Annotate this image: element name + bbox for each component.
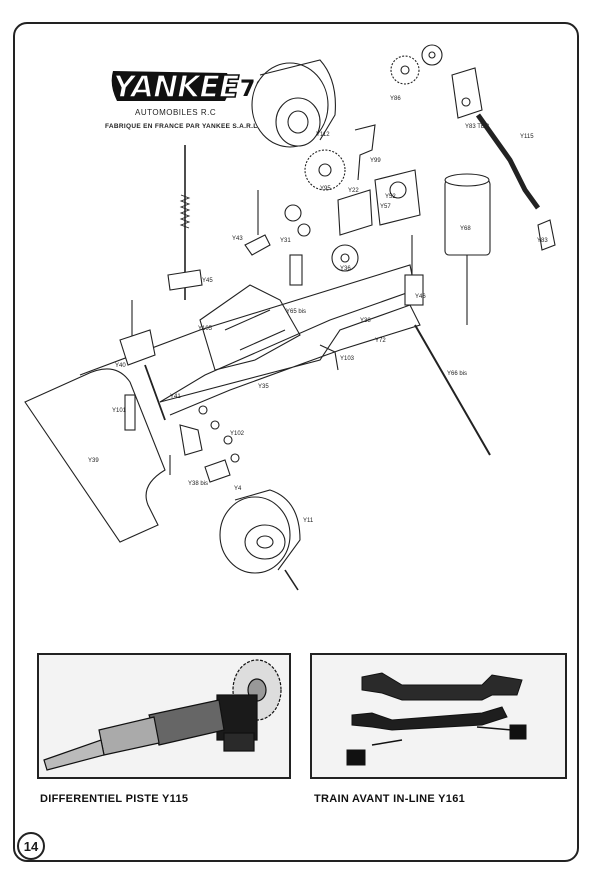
- wheel-bolt: [284, 569, 299, 591]
- rear-axle: [414, 324, 491, 456]
- part-label: Y45: [202, 278, 213, 284]
- part-label: Y86: [390, 96, 401, 102]
- part-label: Y95: [320, 186, 331, 192]
- part-label: Y11: [303, 518, 314, 524]
- spring-y101: [124, 394, 136, 431]
- rear-wheel-top: [251, 59, 336, 148]
- steering-block-y40: [119, 300, 166, 421]
- part-label: Y65 bis: [286, 309, 306, 315]
- part-label: Y39: [88, 458, 99, 464]
- part-label: Y66 bis: [447, 371, 467, 377]
- chassis-plate: [24, 368, 166, 543]
- front-arm-y65bis: [199, 284, 301, 371]
- part-label: Y102: [230, 431, 245, 437]
- motor-y68: [444, 173, 491, 325]
- bearing-block-y83: [537, 219, 556, 251]
- part-label: Y57: [380, 204, 391, 210]
- part-label: Y83 TER: [465, 124, 490, 130]
- bearing-block-y83ter: [451, 67, 483, 119]
- logo-wordmark: YANKEE: [112, 69, 240, 106]
- part-label: Y83: [537, 238, 548, 244]
- part-label: Y41: [170, 394, 181, 400]
- part-label: Y4: [234, 486, 242, 492]
- post: [289, 254, 303, 286]
- part-label: Y43: [232, 236, 243, 242]
- part-label: Y38 bis: [188, 481, 208, 487]
- brake-disc: [331, 244, 359, 272]
- part-label: Y35: [258, 384, 269, 390]
- front-axle-illustration: [312, 655, 565, 777]
- gear-y95: [304, 149, 346, 191]
- pivot-y43: [244, 190, 271, 256]
- diff-shaft-y115: [475, 113, 541, 210]
- link-y103: [319, 344, 339, 371]
- part-label: Y112: [316, 132, 330, 138]
- part-label: Y22: [348, 188, 359, 194]
- front-axle-photo: [310, 653, 567, 779]
- differential-caption: DIFFERENTIEL PISTE Y115: [40, 793, 189, 805]
- front-axle-caption: TRAIN AVANT IN-LINE Y161: [314, 793, 466, 805]
- differential-illustration: [39, 655, 289, 777]
- part-label: Y105: [198, 326, 213, 332]
- servo-saver: [284, 204, 302, 222]
- front-linkage-y102: [179, 405, 240, 463]
- part-label: Y99: [370, 158, 381, 164]
- logo-badge-shape: [111, 71, 230, 101]
- part-y38bis: [204, 459, 231, 483]
- part-label: Y38: [360, 318, 371, 324]
- steering-rod-spring: [167, 145, 203, 300]
- part-label: Y115: [520, 134, 534, 140]
- part-label: Y40: [115, 363, 126, 369]
- front-wheel-y11: [219, 489, 301, 574]
- bracket-y99: [354, 124, 376, 181]
- part-label: Y68: [460, 226, 471, 232]
- gear-y86: [390, 44, 443, 85]
- page-number: 14: [17, 832, 45, 860]
- part-label: Y31: [280, 238, 291, 244]
- differential-photo: [37, 653, 291, 779]
- part-label: Y46: [415, 294, 426, 300]
- part-label: Y36: [340, 266, 351, 272]
- part-label: Y101: [112, 408, 127, 414]
- part-label: Y52: [385, 194, 396, 200]
- part-label: Y72: [375, 338, 386, 344]
- part-label: Y103: [340, 356, 355, 362]
- logo-caption: FABRIQUE EN FRANCE PAR YANKEE S.A.R.L: [105, 123, 258, 130]
- logo-subtitle: AUTOMOBILES R.C: [135, 108, 217, 117]
